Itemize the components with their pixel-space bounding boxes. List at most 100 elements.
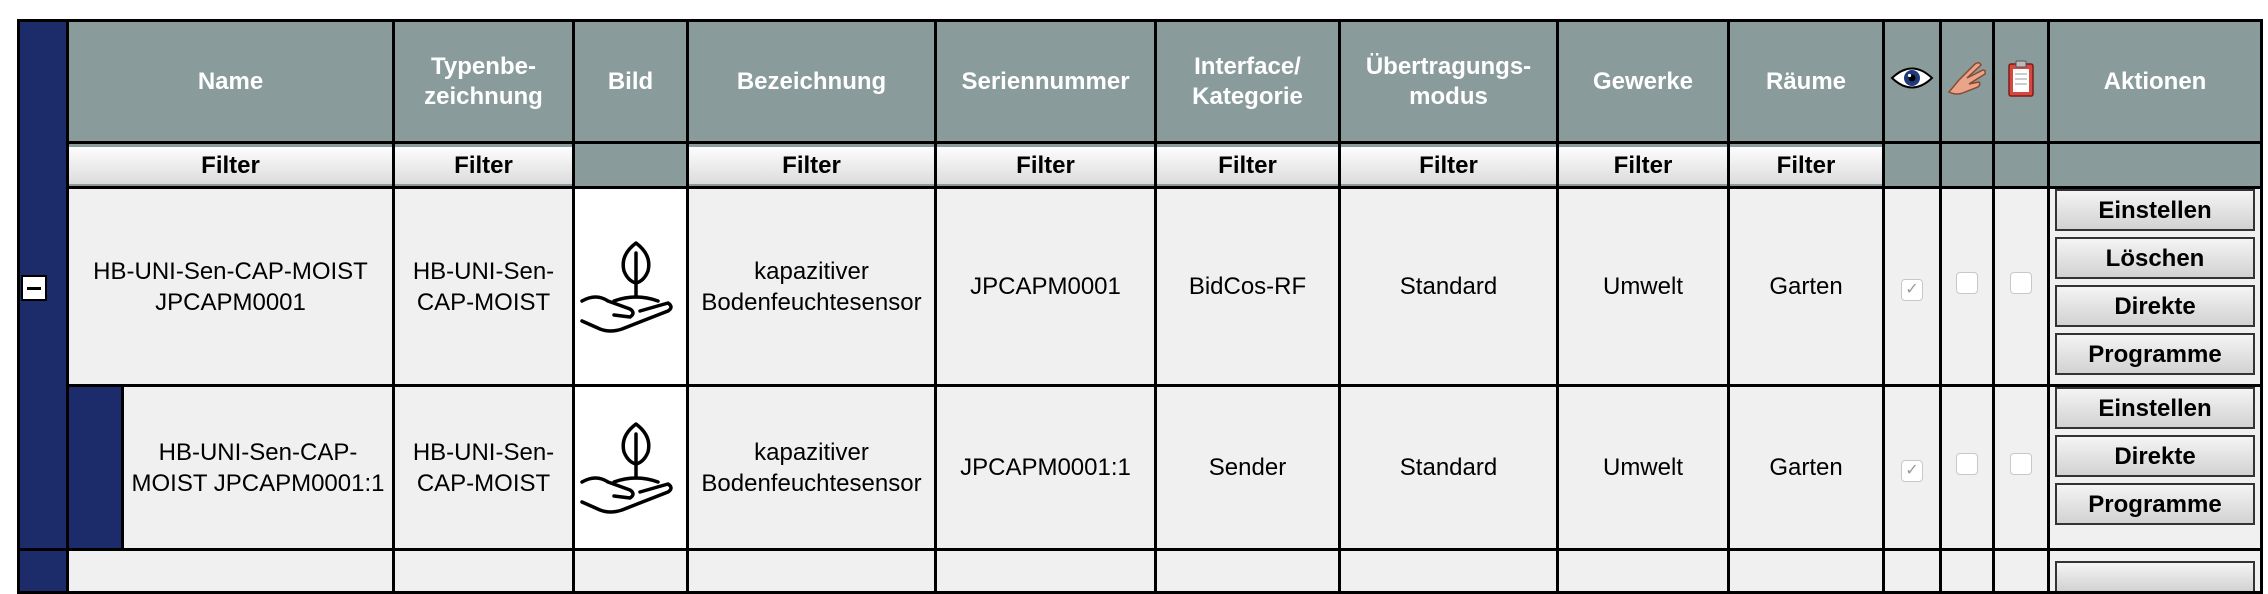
filter-interface-button[interactable]: Filter [1158, 146, 1337, 184]
filter-transfer-cell: Filter [1338, 141, 1559, 189]
operate-cell [1939, 384, 1995, 551]
partial-cell [1727, 548, 1885, 594]
protocol-cell [1992, 186, 2050, 387]
actions-cell: Einstellen Löschen Direkte Programme [2047, 186, 2263, 387]
partial-cell [1939, 548, 1995, 594]
device-rooms[interactable]: Garten [1727, 384, 1885, 551]
settings-button[interactable]: Einstellen [2055, 388, 2255, 429]
filter-trades-cell: Filter [1556, 141, 1730, 189]
operate-checkbox[interactable] [1956, 453, 1978, 475]
device-serial: JPCAPM0001:1 [934, 384, 1157, 551]
sidebar-tree-continuation [17, 548, 69, 594]
protocol-cell [1992, 384, 2050, 551]
settings-button-partial[interactable] [2055, 561, 2255, 590]
header-designation[interactable]: Bezeichnung [686, 19, 937, 144]
partial-cell [1338, 548, 1559, 594]
tree-indent [66, 384, 124, 551]
header-name[interactable]: Name [66, 19, 395, 144]
table-row-partial [17, 548, 2263, 594]
device-type: HB-UNI-Sen-CAP-MOIST [392, 186, 575, 387]
device-image-cell [572, 186, 689, 387]
table-row: HB-UNI-Sen-CAP-MOIST JPCAPM0001:1 HB-UNI… [19, 384, 2263, 551]
header-serial[interactable]: Seriennummer [934, 19, 1157, 144]
header-rooms[interactable]: Räume [1727, 19, 1885, 144]
device-trades[interactable]: Umwelt [1556, 384, 1730, 551]
partial-cell [572, 548, 689, 594]
device-trades[interactable]: Umwelt [1556, 186, 1730, 387]
clipboard-icon [2008, 60, 2034, 97]
protocol-checkbox[interactable] [2010, 272, 2032, 294]
partial-cell [1882, 548, 1942, 594]
hand-icon [1947, 61, 1986, 95]
partial-cell [392, 548, 575, 594]
partial-cell [1154, 548, 1341, 594]
partial-actions-cell [2047, 548, 2263, 594]
filter-trades-button[interactable]: Filter [1560, 146, 1726, 184]
device-designation: kapazitiver Bodenfeuchtesensor [686, 186, 937, 387]
header-actions: Aktionen [2047, 19, 2263, 144]
header-transfer-mode[interactable]: Übertragungs- modus [1338, 19, 1559, 144]
partial-cell [934, 548, 1157, 594]
eye-icon [1890, 67, 1934, 88]
header-operate [1939, 19, 1995, 144]
header-type[interactable]: Typenbe- zeichnung [392, 19, 575, 144]
filter-rooms-button[interactable]: Filter [1731, 146, 1881, 184]
filter-serial-button[interactable]: Filter [938, 146, 1153, 184]
programs-button[interactable]: Programme [2055, 333, 2255, 375]
table-row: HB-UNI-Sen-CAP-MOIST JPCAPM0001 HB-UNI-S… [19, 186, 2263, 387]
device-name[interactable]: HB-UNI-Sen-CAP-MOIST JPCAPM0001 [66, 186, 395, 387]
direct-links-button[interactable]: Direkte [2055, 435, 2255, 477]
device-designation: kapazitiver Bodenfeuchtesensor [686, 384, 937, 551]
device-transfer-mode[interactable]: Standard [1338, 186, 1559, 387]
filter-operate-cell [1939, 141, 1995, 189]
filter-rooms-cell: Filter [1727, 141, 1885, 189]
operate-cell [1939, 186, 1995, 387]
filter-designation-cell: Filter [686, 141, 937, 189]
device-table: Name Typenbe- zeichnung Bild Bezeichnung… [17, 19, 2263, 594]
filter-name-cell: Filter [66, 141, 395, 189]
visible-checkbox[interactable]: ✓ [1901, 279, 1923, 301]
visible-checkbox[interactable]: ✓ [1901, 460, 1923, 482]
device-rooms[interactable]: Garten [1727, 186, 1885, 387]
programs-button[interactable]: Programme [2055, 483, 2255, 525]
filter-serial-cell: Filter [934, 141, 1157, 189]
header-trades[interactable]: Gewerke [1556, 19, 1730, 144]
actions-cell: Einstellen Direkte Programme [2047, 384, 2263, 551]
device-serial: JPCAPM0001 [934, 186, 1157, 387]
partial-cell [1992, 548, 2050, 594]
filter-protocol-cell [1992, 141, 2050, 189]
collapse-toggle[interactable] [21, 275, 47, 301]
device-transfer-mode[interactable]: Standard [1338, 384, 1559, 551]
filter-name-button[interactable]: Filter [70, 146, 391, 184]
header-image: Bild [572, 19, 689, 144]
filter-visible-cell [1882, 141, 1942, 189]
header-protocol [1992, 19, 2050, 144]
device-type: HB-UNI-Sen-CAP-MOIST [392, 384, 575, 551]
partial-cell [66, 548, 395, 594]
hand-plant-icon [579, 422, 673, 514]
filter-interface-cell: Filter [1154, 141, 1341, 189]
device-name[interactable]: HB-UNI-Sen-CAP-MOIST JPCAPM0001:1 [121, 384, 395, 551]
visible-cell: ✓ [1882, 384, 1942, 551]
filter-transfer-button[interactable]: Filter [1342, 146, 1555, 184]
device-interface: Sender [1154, 384, 1341, 551]
direct-links-button[interactable]: Direkte [2055, 285, 2255, 327]
settings-button[interactable]: Einstellen [2055, 190, 2255, 231]
header-visible [1882, 19, 1942, 144]
partial-cell [1556, 548, 1730, 594]
filter-type-cell: Filter [392, 141, 575, 189]
header-interface[interactable]: Interface/ Kategorie [1154, 19, 1341, 144]
sidebar-tree [17, 19, 69, 551]
partial-cell [686, 548, 937, 594]
device-image-cell [572, 384, 689, 551]
filter-image-cell [572, 141, 689, 189]
hand-plant-icon [579, 241, 673, 333]
delete-button[interactable]: Löschen [2055, 237, 2255, 279]
device-interface: BidCos-RF [1154, 186, 1341, 387]
filter-designation-button[interactable]: Filter [690, 146, 933, 184]
filter-type-button[interactable]: Filter [396, 146, 571, 184]
visible-cell: ✓ [1882, 186, 1942, 387]
operate-checkbox[interactable] [1956, 272, 1978, 294]
protocol-checkbox[interactable] [2010, 453, 2032, 475]
filter-actions-cell [2047, 141, 2263, 189]
